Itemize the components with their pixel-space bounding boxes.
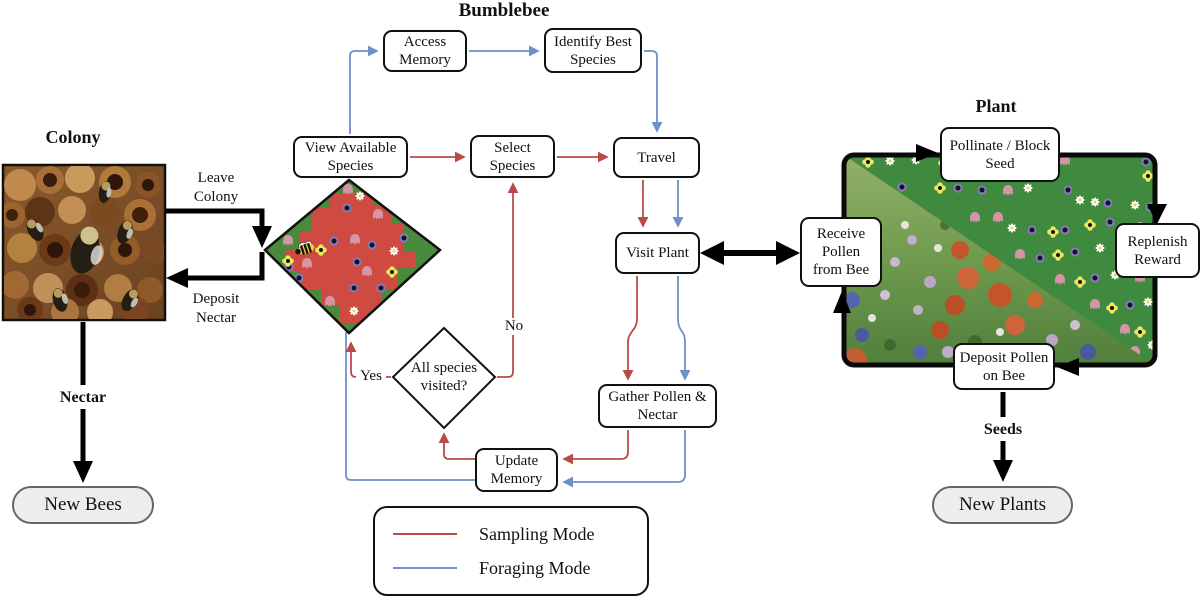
- box-deposit-pollen-on-bee: Deposit Pollen on Bee: [953, 343, 1055, 390]
- plant-image: [833, 144, 1167, 376]
- decision-label: All species visited?: [410, 360, 478, 394]
- box-view-available-species: View Available Species: [293, 136, 408, 178]
- colony-image: [1, 163, 167, 322]
- plant-cycle-arrows: [833, 144, 1167, 376]
- edge-label-deposit-nectar: Deposit Nectar: [192, 291, 240, 326]
- box-replenish-reward: Replenish Reward: [1115, 223, 1200, 278]
- edge-label-leave-colony: Leave Colony: [193, 170, 239, 205]
- edge-label-yes: Yes: [356, 368, 386, 385]
- terminal-new-bees: New Bees: [12, 486, 154, 524]
- terminal-new-plants: New Plants: [932, 486, 1073, 524]
- legend-row-foraging: Foraging Mode: [393, 558, 647, 579]
- edge-update-memory-to-field-foraging: [345, 332, 475, 481]
- edge-label-nectar: Nectar: [59, 389, 107, 406]
- decision-diamond: [391, 326, 497, 430]
- box-select-species: Select Species: [470, 135, 555, 178]
- title-plant: Plant: [975, 96, 1017, 116]
- box-visit-plant: Visit Plant: [615, 232, 700, 274]
- foraging-line-icon: [393, 567, 457, 569]
- box-travel: Travel: [613, 137, 700, 178]
- field-image: [263, 178, 442, 335]
- box-receive-pollen-from-bee: Receive Pollen from Bee: [800, 217, 882, 287]
- title-colony: Colony: [45, 127, 101, 147]
- legend-label-sampling: Sampling Mode: [479, 523, 595, 544]
- box-gather-pollen-nectar: Gather Pollen & Nectar: [598, 384, 717, 428]
- edge-label-no: No: [500, 318, 528, 335]
- legend: Sampling Mode Foraging Mode: [373, 506, 649, 596]
- box-pollinate-block-seed: Pollinate / Block Seed: [940, 127, 1060, 182]
- black-edges: [73, 208, 1013, 483]
- foraging-edges: [349, 45, 691, 488]
- title-bumblebee: Bumblebee: [458, 0, 550, 21]
- legend-row-sampling: Sampling Mode: [393, 524, 647, 545]
- edge-label-seeds: Seeds: [983, 421, 1023, 438]
- box-update-memory: Update Memory: [475, 448, 558, 492]
- sampling-line-icon: [393, 533, 457, 535]
- box-identify-best-species: Identify Best Species: [544, 28, 642, 73]
- box-access-memory: Access Memory: [383, 30, 467, 72]
- legend-label-foraging: Foraging Mode: [479, 557, 591, 578]
- sampling-edges: [345, 151, 649, 465]
